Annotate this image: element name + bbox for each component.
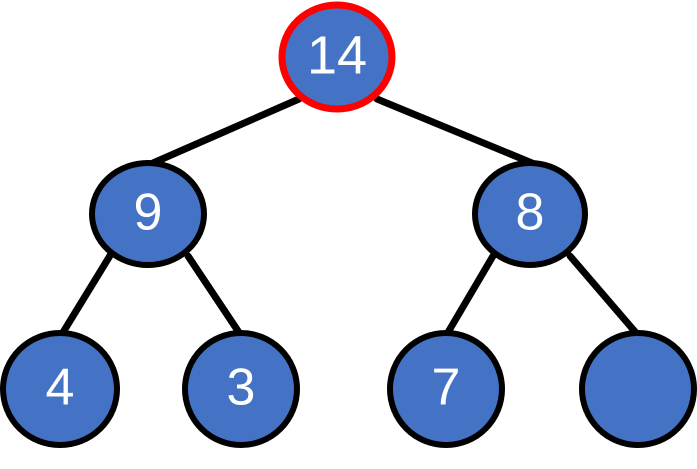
- node-label-left-left: 4: [46, 359, 75, 417]
- tree-edges-layer: [58, 95, 641, 338]
- tree-node-right-left[interactable]: 7: [387, 330, 505, 448]
- tree-node-left-left[interactable]: 4: [0, 330, 120, 448]
- tree-edge-right-left-edge: [443, 252, 497, 338]
- tree-nodes-layer: 14 9 8 4 3 7: [0, 1, 697, 448]
- node-label-left-right: 3: [227, 359, 256, 417]
- tree-edge-left-left-edge: [58, 250, 115, 338]
- node-circle[interactable]: [0, 330, 120, 448]
- tree-edge-right-right-edge: [566, 252, 641, 338]
- node-label-root: 14: [307, 25, 367, 85]
- tree-edge-root-left: [149, 95, 303, 167]
- node-circle-highlighted[interactable]: [278, 1, 396, 113]
- node-label-right: 8: [516, 184, 545, 242]
- tree-node-left[interactable]: 9: [89, 160, 207, 268]
- tree-edge-left-right-edge: [184, 252, 244, 338]
- node-circle[interactable]: [89, 160, 207, 268]
- tree-node-right-right[interactable]: [579, 330, 697, 448]
- node-circle[interactable]: [182, 330, 300, 448]
- tree-node-root[interactable]: 14: [278, 1, 396, 113]
- node-circle[interactable]: [387, 330, 505, 448]
- tree-edge-root-right: [373, 95, 536, 167]
- node-circle[interactable]: [579, 330, 697, 448]
- node-label-left: 9: [134, 184, 163, 242]
- node-label-right-left: 7: [432, 359, 461, 417]
- tree-node-right[interactable]: 8: [472, 160, 588, 268]
- tree-node-left-right[interactable]: 3: [182, 330, 300, 448]
- node-circle[interactable]: [472, 160, 588, 268]
